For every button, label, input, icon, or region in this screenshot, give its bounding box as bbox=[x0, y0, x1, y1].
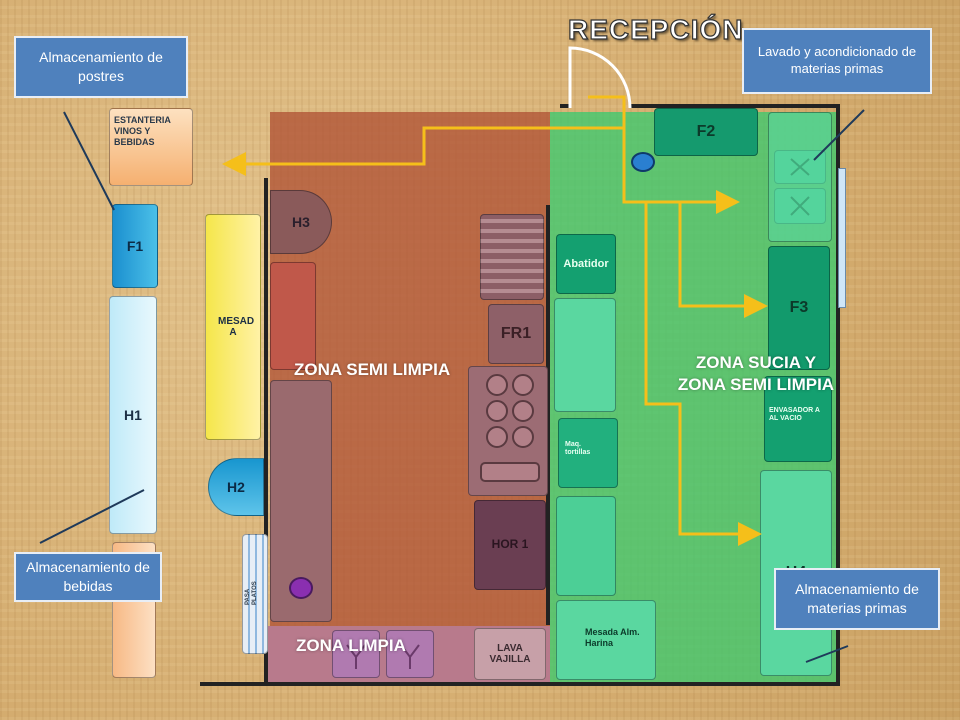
zone-sucia-line2: ZONA SEMI LIMPIA bbox=[677, 375, 835, 395]
fridge-h2: H2 bbox=[208, 458, 264, 516]
callout-postres: Almacenamiento de postres bbox=[14, 36, 188, 98]
stove-burners bbox=[468, 366, 548, 496]
prep-table-mesada-label: MESAD A bbox=[218, 315, 255, 339]
fridge-h2-label: H2 bbox=[227, 478, 245, 495]
callout-bebidas-text: Almacenamiento de bebidas bbox=[26, 559, 150, 594]
callout-postres-text: Almacenamiento de postres bbox=[39, 49, 163, 84]
dishwasher-label: LAVA VAJILLA bbox=[489, 642, 531, 666]
window-right bbox=[838, 168, 846, 308]
wall-left-inner bbox=[264, 178, 268, 684]
callout-materias: Almacenamiento de materias primas bbox=[774, 568, 940, 630]
pointer-bebidas bbox=[39, 489, 145, 544]
wall-top-left bbox=[560, 104, 570, 108]
freezer-f3: F3 bbox=[768, 246, 830, 370]
tortilla-machine-label: Maq. tortillas bbox=[565, 441, 591, 457]
pointer-materias bbox=[805, 645, 849, 663]
abatidor-label: Abatidor bbox=[563, 257, 609, 270]
sink-2 bbox=[386, 630, 434, 678]
vacuum-packer-label: ENVASADOR A AL VACIO bbox=[769, 407, 820, 423]
prep-table-flour: Mesada Alm. Harina bbox=[556, 600, 656, 680]
fryer-fr1: FR1 bbox=[488, 304, 544, 364]
pointer-lavado bbox=[813, 109, 865, 161]
shelf-wines-drinks: ESTANTERIA VINOS Y BEBIDAS bbox=[109, 108, 193, 186]
freezer-f2: F2 bbox=[654, 108, 758, 156]
oven-hor1-label: HOR 1 bbox=[491, 537, 529, 552]
callout-lavado-text: Lavado y acondicionado de materias prima… bbox=[757, 44, 917, 76]
callout-bebidas: Almacenamiento de bebidas bbox=[14, 552, 162, 602]
prep-table-flour-label: Mesada Alm. Harina bbox=[585, 627, 640, 648]
grill-top bbox=[480, 214, 544, 300]
callout-lavado: Lavado y acondicionado de materias prima… bbox=[742, 28, 932, 94]
freezer-f1: F1 bbox=[112, 204, 158, 288]
wall-right bbox=[836, 104, 840, 686]
sink-icon bbox=[346, 644, 366, 669]
zone-sucia-label: ZONA SUCIA Y ZONA SEMI LIMPIA bbox=[656, 352, 856, 396]
counter-green-low bbox=[556, 496, 616, 596]
wall-bottom bbox=[200, 682, 840, 686]
wall-divider bbox=[546, 205, 550, 625]
tortilla-machine: Maq. tortillas bbox=[558, 418, 618, 488]
counter-green-mid bbox=[554, 298, 616, 412]
dishwasher-lava-vajilla: LAVA VAJILLA bbox=[474, 628, 546, 680]
freezer-f2-label: F2 bbox=[696, 122, 716, 140]
page-title: RECEPCIÓN bbox=[567, 13, 744, 45]
entrance-door bbox=[568, 46, 632, 109]
drain-marker-left bbox=[289, 577, 313, 599]
drain-marker-right bbox=[631, 152, 655, 172]
oven-hor1: HOR 1 bbox=[474, 500, 546, 590]
shelf-wines-drinks-label: ESTANTERIA VINOS Y BEBIDAS bbox=[114, 115, 171, 147]
blast-chiller-abatidor: Abatidor bbox=[556, 234, 616, 294]
flow-arrow-to-h4 bbox=[644, 202, 762, 546]
zone-sucia-line1: ZONA SUCIA Y bbox=[695, 353, 817, 372]
fridge-h1: H1 bbox=[109, 296, 157, 534]
fridge-h1-label: H1 bbox=[124, 406, 142, 423]
freezer-f3-label: F3 bbox=[789, 298, 809, 316]
sink-icon bbox=[400, 644, 420, 669]
sink-1 bbox=[332, 630, 380, 678]
pointer-postres bbox=[63, 111, 115, 211]
fryer-fr1-label: FR1 bbox=[500, 324, 532, 342]
wash-counter bbox=[768, 112, 832, 242]
burners-icon bbox=[480, 374, 540, 482]
callout-materias-text: Almacenamiento de materias primas bbox=[795, 581, 919, 616]
counter-left-top bbox=[270, 262, 316, 370]
fridge-h3-label: H3 bbox=[292, 213, 310, 230]
flow-arrow-to-f3 bbox=[678, 202, 768, 318]
freezer-f1-label: F1 bbox=[126, 237, 144, 254]
pass-through-window: PASA PLATOS bbox=[242, 534, 268, 654]
zone-limpia-label: ZONA LIMPIA bbox=[296, 636, 406, 655]
vacuum-packer: ENVASADOR A AL VACIO bbox=[764, 376, 832, 462]
zone-semi-limpia-label: ZONA SEMI LIMPIA bbox=[294, 360, 451, 379]
prep-table-mesada: MESAD A bbox=[205, 214, 261, 440]
wall-top-right bbox=[630, 104, 840, 108]
flow-arrow-to-storage bbox=[222, 126, 624, 176]
fridge-h3: H3 bbox=[270, 190, 332, 254]
